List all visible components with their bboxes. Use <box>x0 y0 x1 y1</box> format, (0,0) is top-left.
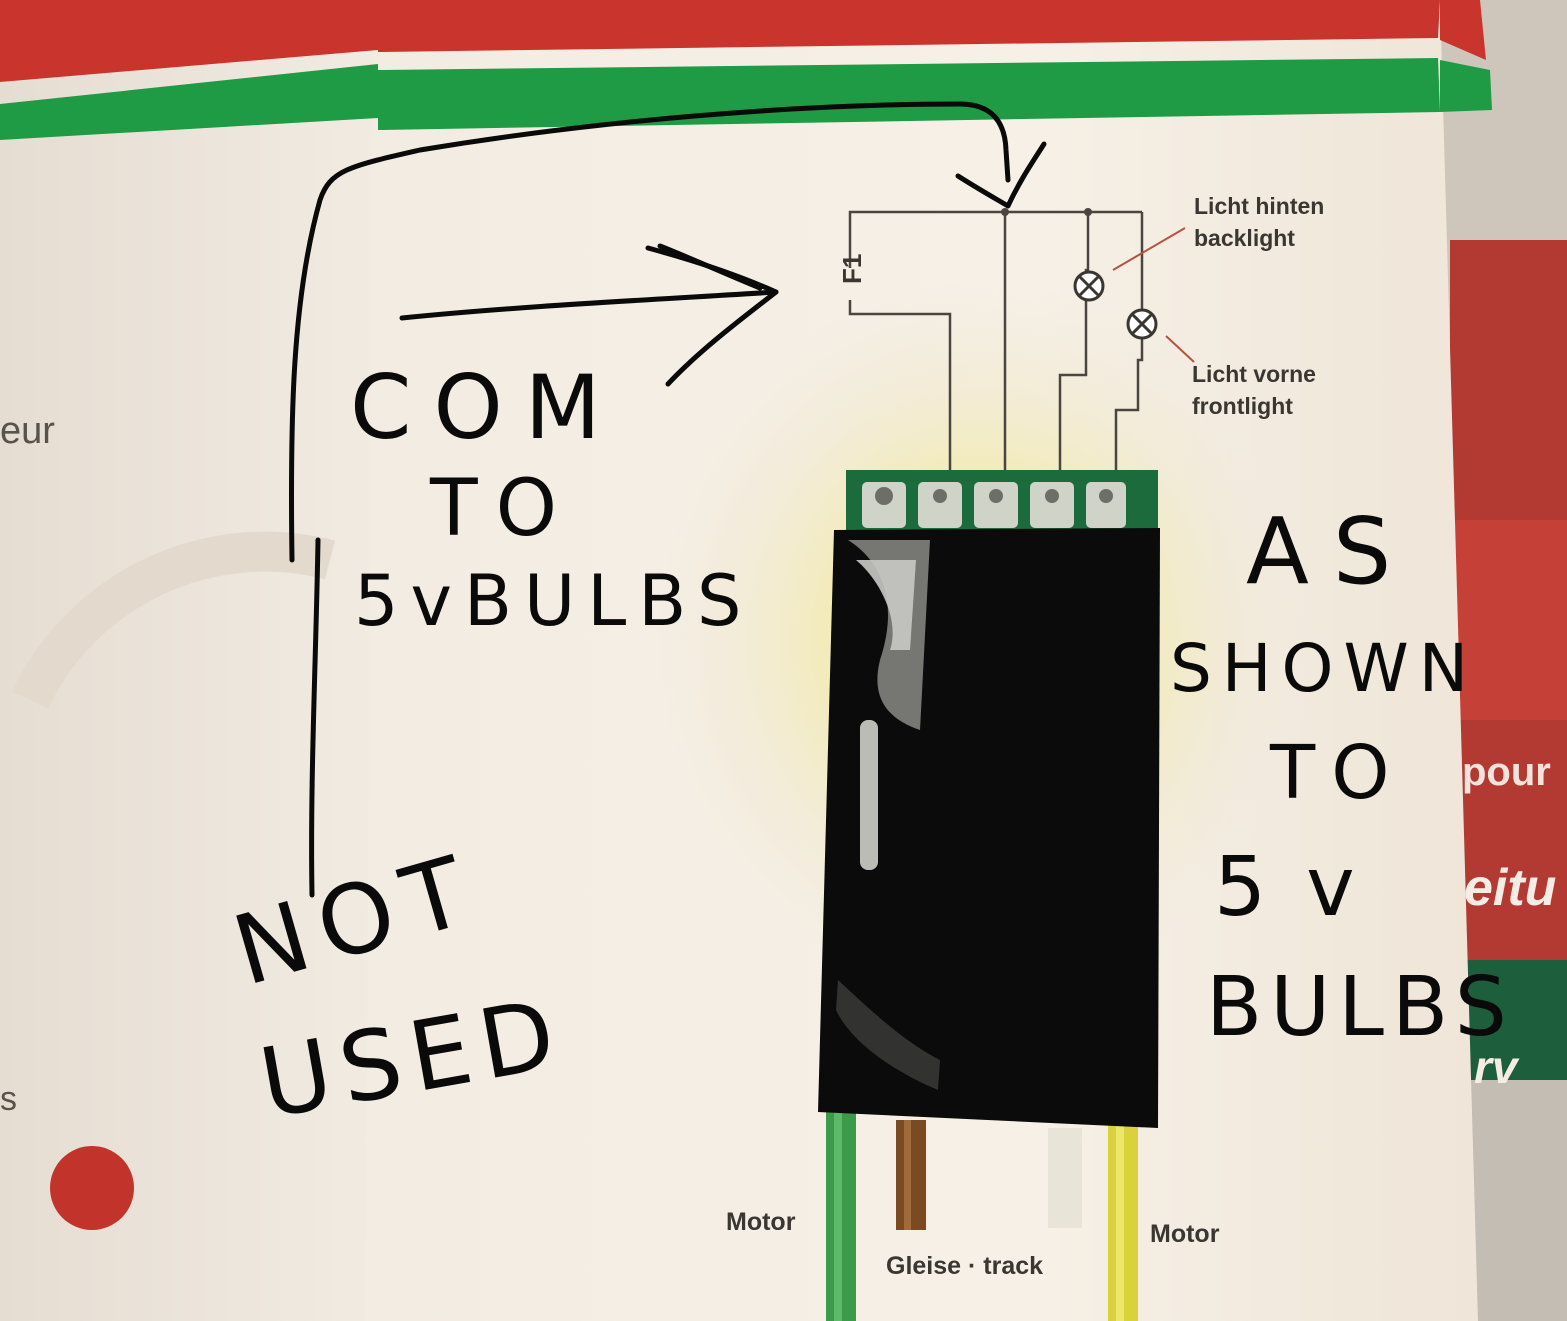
annotation-com-line1: COM <box>350 356 623 459</box>
right-page-text-2: eitu <box>1464 859 1557 917</box>
stripe-green-main <box>378 58 1440 130</box>
right-page-text-1: pour <box>1462 750 1551 794</box>
backlight-label-line2: backlight <box>1194 225 1295 251</box>
left-page-text-2: s <box>0 1080 17 1118</box>
annotation-as-line2: SHOWN <box>1170 630 1479 707</box>
wire-top <box>848 210 1142 268</box>
annotation-as-line5: BULBS <box>1206 960 1515 1055</box>
wire-white <box>1048 1128 1082 1228</box>
track-label: Gleise · track <box>886 1252 1044 1280</box>
bracket-line <box>288 101 1011 563</box>
f1-label: F1 <box>837 253 867 284</box>
stripe-red-main <box>378 0 1440 52</box>
wire-front <box>1114 212 1144 470</box>
left-page-text: eur <box>0 410 55 452</box>
com-arrow <box>399 289 779 321</box>
motor-right-label: Motor <box>1150 1220 1220 1248</box>
frontlight-label-line1: Licht vorne <box>1192 361 1316 387</box>
wire-back <box>1058 212 1090 470</box>
wire-f1 <box>848 300 952 470</box>
annotation-com-line2: TO <box>430 464 576 554</box>
red-dot <box>50 1146 134 1230</box>
handwriting-strokes <box>288 101 1047 898</box>
lamp-icon <box>1126 308 1158 340</box>
booklet-left-page <box>0 0 378 1321</box>
annotation-as-line3: TO <box>1270 730 1406 816</box>
leader-frontlight <box>1165 335 1195 363</box>
frontlight-label-line2: frontlight <box>1192 393 1293 419</box>
annotation-com-line3: 5vBULBS <box>354 560 754 642</box>
annotation-as-line1: AS <box>1246 498 1416 605</box>
stripe-green-left <box>0 64 378 140</box>
right-page-text-3: rv <box>1474 1041 1518 1093</box>
lamp-icon <box>1073 270 1105 302</box>
solder-pad <box>862 482 1126 528</box>
stripe-red-left <box>0 0 378 82</box>
wiring-diagram <box>848 210 1144 470</box>
backlight-label-line1: Licht hinten <box>1194 193 1325 219</box>
leader-backlight <box>1112 227 1186 271</box>
annotation-as-line4: 5v <box>1214 840 1395 935</box>
motor-left-label: Motor <box>726 1208 796 1236</box>
